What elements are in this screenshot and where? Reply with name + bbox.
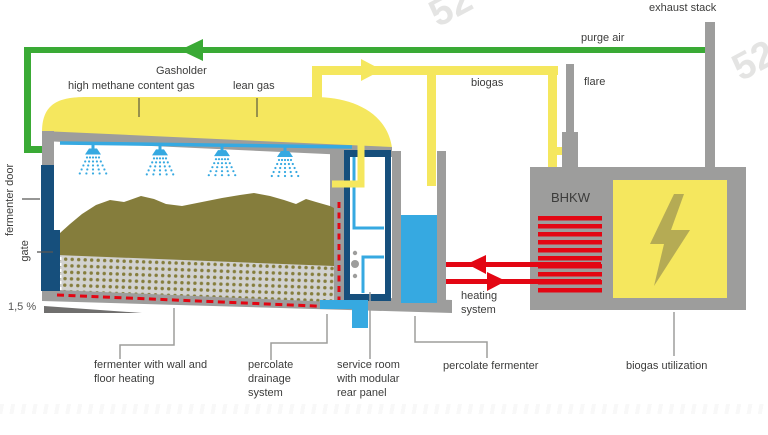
leader-lines [119, 292, 675, 360]
flare-label: flare [584, 76, 606, 88]
percolate-fermenter-label: percolate fermenter [443, 360, 539, 372]
radiator-bar [538, 224, 602, 229]
service-room [332, 138, 391, 301]
lightning-bolt-icon [650, 194, 690, 286]
high-methane-gas-label: high methane content gas [68, 80, 195, 92]
radiator-bar [538, 232, 602, 237]
percolate-drainage-layer [57, 255, 334, 302]
valve-knob-icon [352, 250, 358, 256]
heating-pipes [446, 255, 601, 291]
slope-label: 1,5 % [8, 301, 37, 313]
radiator-bar [538, 216, 602, 221]
purge-air-label: purge air [581, 32, 625, 44]
valve-knob-icon [351, 260, 359, 268]
fermenter-door-bar [41, 165, 54, 291]
bhkw-label: BHKW [551, 190, 590, 205]
lean-gas-label: lean gas [233, 80, 275, 92]
sprinkler-icon [145, 144, 175, 176]
biogas-label: biogas [471, 77, 504, 89]
watermark-strip [0, 404, 768, 414]
percolate-liquid [401, 215, 437, 303]
slope-wedge [44, 306, 142, 313]
purge-air-pipe [24, 39, 708, 153]
radiator-bar [538, 272, 602, 277]
heating-return-arrow-icon [467, 255, 486, 274]
service-room-label: service room with modular rear panel [337, 359, 400, 399]
radiator-bar [538, 248, 602, 253]
valve-knob-icon [352, 273, 358, 279]
sprinkler-supply-pipe [59, 141, 353, 149]
heating-system-label: heating system [461, 290, 498, 316]
biogas-utilization-label: biogas utilization [626, 360, 708, 372]
sprinkler-icon [207, 145, 237, 177]
bhkw-housing [530, 167, 746, 310]
substrate-heap [59, 193, 334, 267]
flare-stack [562, 64, 578, 167]
radiator-bar [538, 256, 602, 261]
exhaust-stack [705, 22, 715, 167]
percolate-drain-pipe [320, 300, 368, 328]
radiator-bar [538, 288, 602, 293]
service-room-pipe [361, 255, 384, 293]
exhaust-stack-label: exhaust stack [649, 2, 717, 14]
biogas-arrow-icon [361, 59, 382, 81]
gate-label: gate [19, 240, 32, 262]
sprinkler-icon [270, 146, 300, 178]
sprinklers [78, 143, 300, 178]
gas-pipe-to-fermenter [332, 138, 365, 188]
sprinkler-icon [78, 143, 108, 175]
gasholder-label: Gasholder [156, 65, 207, 77]
biogas-branch-pipe [427, 70, 436, 186]
fermenter-door-label: fermenter door [4, 163, 17, 236]
gate-bar [54, 230, 60, 291]
floor-heating-dashed-line [56, 293, 339, 309]
percolate-fermenter-tank [392, 70, 446, 307]
fermenter-heating-label: fermenter with wall and floor heating [94, 359, 208, 385]
leader-lines-dark [22, 98, 258, 253]
purge-air-arrow-icon [180, 39, 203, 61]
heating-supply-arrow-icon [487, 272, 506, 291]
radiator-bar [538, 240, 602, 245]
percolate-drainage-label: percolate drainage system [248, 359, 294, 399]
